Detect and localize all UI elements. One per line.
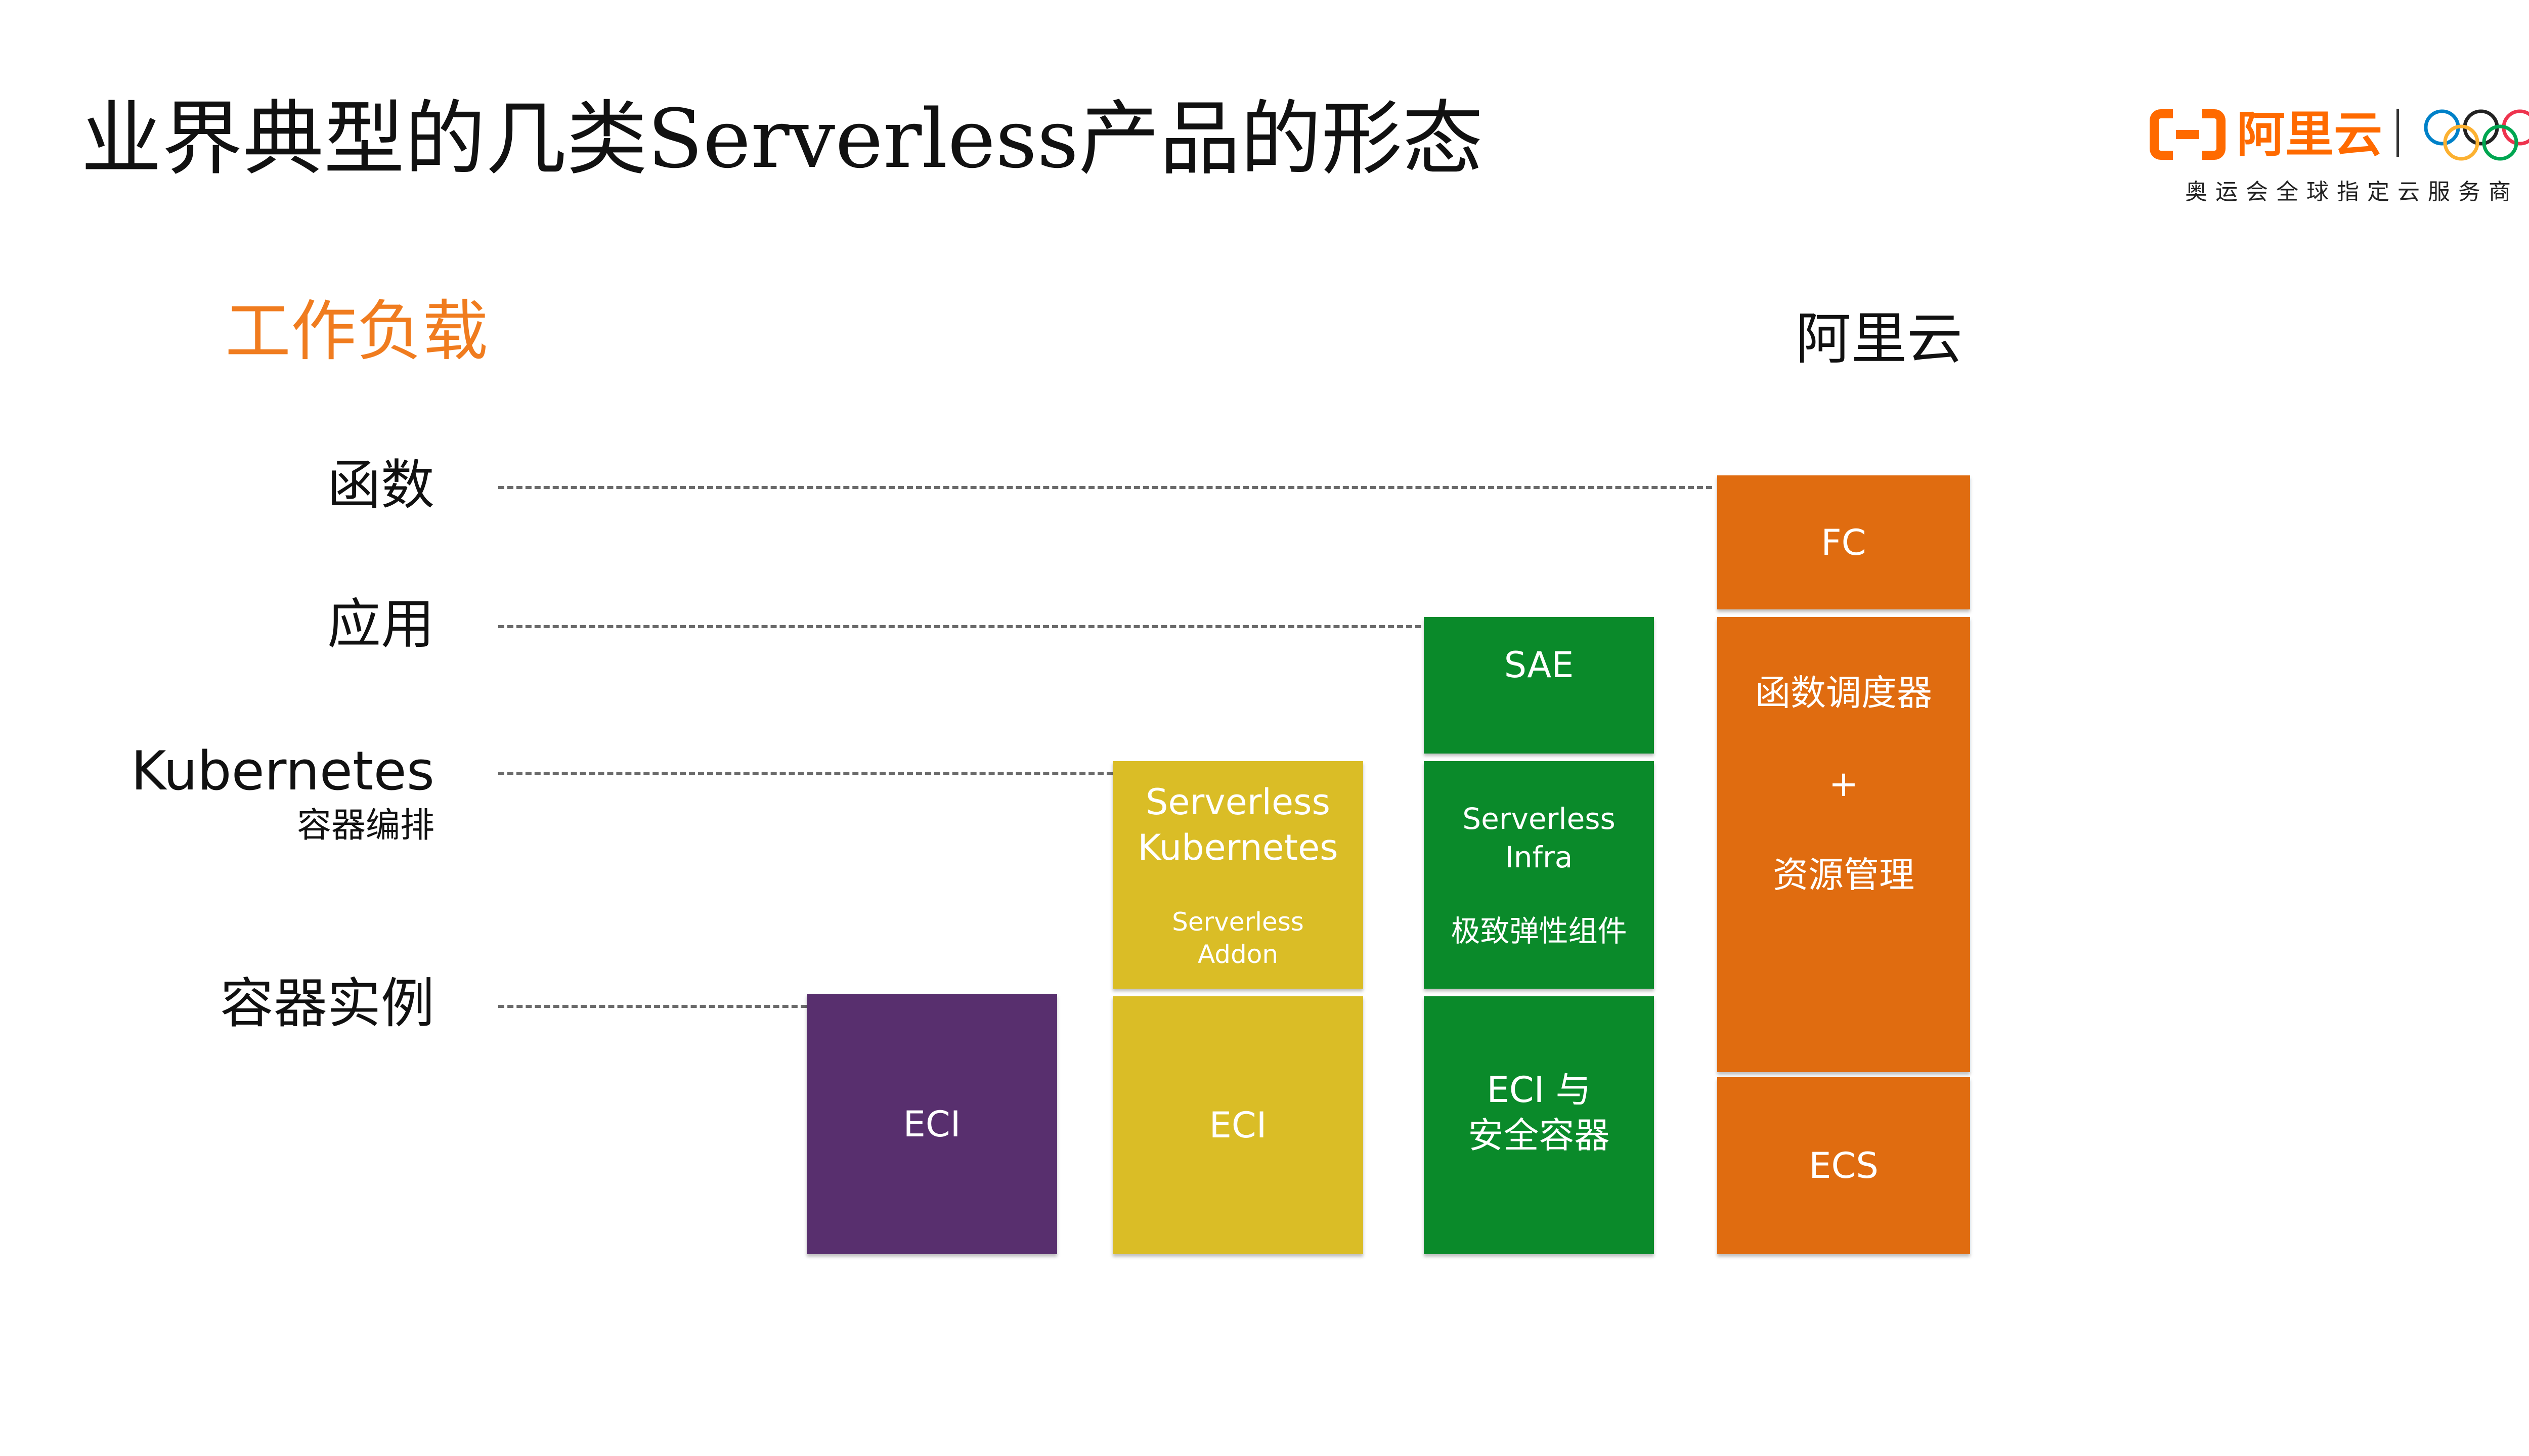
- row-label-container: 容器实例: [220, 973, 434, 1035]
- block-eci-yellow: ECI: [1113, 996, 1363, 1254]
- brand-logo: 阿里云: [2150, 104, 2382, 165]
- dashed-line-kubernetes: [498, 772, 1113, 775]
- block-sublabel: 极致弹性组件: [1451, 914, 1627, 948]
- block-label: ECI 与 安全容器: [1468, 1069, 1610, 1156]
- block-plus-sign: +: [1828, 763, 1859, 805]
- block-label: Serverless Infra: [1462, 802, 1616, 874]
- block-label: SAE: [1504, 644, 1574, 686]
- block-fc: FC: [1717, 475, 1970, 609]
- provider-title: 阿里云: [1796, 306, 1963, 371]
- block-sublabel: 资源管理: [1773, 854, 1914, 896]
- block-label: FC: [1821, 521, 1866, 563]
- dashed-line-container: [498, 1005, 807, 1008]
- brand-divider: [2396, 109, 2399, 157]
- row-label-function: 函数: [327, 454, 434, 516]
- block-label: 函数调度器: [1755, 672, 1932, 714]
- block-ecs: ECS: [1717, 1077, 1970, 1254]
- brand-subtitle: 奥运会全球指定云服务商: [2185, 179, 2519, 205]
- dashed-line-application: [498, 625, 1421, 628]
- dashed-line-function: [498, 486, 1712, 489]
- block-serverless-kubernetes: Serverless Kubernetes Serverless Addon: [1113, 761, 1363, 989]
- block-eci-secure-container: ECI 与 安全容器: [1424, 996, 1654, 1254]
- section-title: 工作负载: [225, 293, 489, 370]
- block-label: ECI: [1209, 1105, 1267, 1146]
- row-label-kubernetes: Kubernetes: [130, 740, 434, 802]
- block-label: ECS: [1809, 1145, 1879, 1186]
- block-label: Serverless Kubernetes: [1138, 781, 1338, 868]
- block-scheduler-resource: 函数调度器 + 资源管理: [1717, 617, 1970, 1072]
- row-label-application: 应用: [327, 593, 434, 655]
- row-sublabel-orchestration: 容器编排: [296, 806, 434, 846]
- block-serverless-infra: Serverless Infra 极致弹性组件: [1424, 761, 1654, 989]
- block-label: ECI: [903, 1103, 961, 1145]
- block-sublabel: Serverless Addon: [1172, 907, 1304, 969]
- slide-title: 业界典型的几类Serverless产品的形态: [81, 92, 1484, 186]
- aliyun-logo-icon: [2150, 109, 2226, 160]
- block-eci-purple: ECI: [807, 994, 1057, 1254]
- brand-name: 阿里云: [2237, 106, 2382, 163]
- block-sae: SAE: [1424, 617, 1654, 754]
- olympic-rings-icon: [2424, 109, 2529, 161]
